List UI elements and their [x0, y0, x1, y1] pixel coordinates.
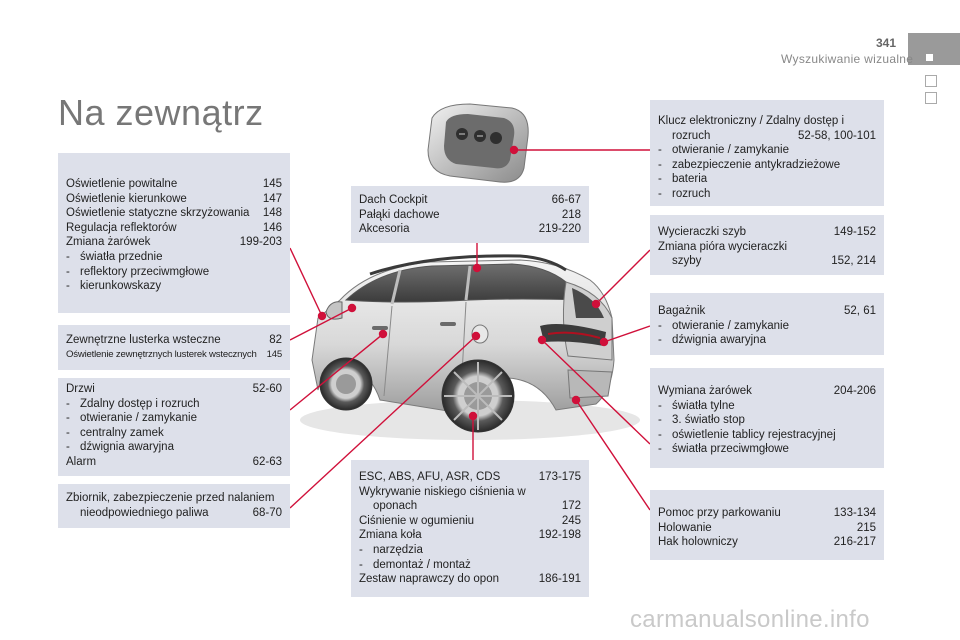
index-subentry[interactable]: oświetlenie tablicy rejestracyjnej — [658, 428, 876, 443]
index-subentry[interactable]: bateria — [658, 172, 876, 187]
callout-rear-bulbs — [541, 339, 651, 445]
index-subentry[interactable]: centralny zamek — [66, 426, 282, 441]
callout-dot-tyres — [468, 411, 478, 421]
car-body — [300, 254, 640, 440]
callout-dot-rear-bulbs — [537, 335, 547, 345]
callout-mirrors — [289, 307, 353, 341]
index-subentry[interactable]: reflektory przeciwmgłowe — [66, 265, 282, 280]
page-title: Na zewnątrz — [58, 92, 264, 133]
index-subentry[interactable]: otwieranie / zamykanie — [658, 143, 876, 158]
index-subentry[interactable]: otwieranie / zamykanie — [66, 411, 282, 426]
index-subentry[interactable]: otwieranie / zamykanie — [658, 319, 876, 334]
index-subentry[interactable]: zabezpieczenie antykradzieżowe — [658, 158, 876, 173]
watermark: carmanualsonline.info — [630, 606, 870, 633]
callout-dot-fuel — [471, 331, 481, 341]
callout-dot-lighting — [317, 311, 327, 321]
callout-dot-boot — [599, 337, 609, 347]
index-subentry[interactable]: rozruch — [658, 187, 876, 202]
callout-doors — [289, 333, 384, 411]
index-entry[interactable]: Oświetlenie zewnętrznych lusterek wstecz… — [66, 348, 282, 360]
fuel-box: Zbiornik, zabezpieczenie przed nalaniem … — [58, 484, 290, 528]
nav-square-1[interactable] — [925, 75, 937, 87]
callout-lines — [289, 145, 651, 511]
index-subentry[interactable]: kierunkowskazy — [66, 279, 282, 294]
page-number: 341 — [876, 36, 897, 50]
index-subentry[interactable]: światła przeciwmgłowe — [658, 442, 876, 457]
callout-wipers — [595, 249, 651, 305]
index-entry[interactable]: Zbiornik, zabezpieczenie przed nalaniem — [66, 492, 275, 504]
section-title: Wyszukiwanie wizualne — [781, 52, 914, 66]
index-subentry[interactable]: Zdalny dostęp i rozruch — [66, 397, 282, 412]
index-subentry[interactable]: dźwignia awaryjna — [658, 333, 876, 348]
nav-square-2[interactable] — [925, 92, 937, 104]
callout-parking — [575, 399, 651, 511]
index-subentry[interactable]: światła przednie — [66, 250, 282, 265]
callout-dot-key — [509, 145, 519, 155]
corner-marker — [926, 54, 933, 61]
index-subentry[interactable]: demontaż / montaż — [359, 558, 581, 573]
callout-dot-wipers — [591, 299, 601, 309]
index-subentry[interactable]: narzędzia — [359, 543, 581, 558]
callout-boot — [603, 325, 651, 343]
key-box: Klucz elektroniczny / Zdalny dostęp i ro… — [650, 100, 884, 206]
corner-tab — [908, 33, 960, 65]
callout-fuel — [289, 335, 477, 509]
index-entry[interactable]: Wykrywanie niskiego ciśnienia w — [359, 485, 526, 498]
callout-lighting — [289, 247, 323, 317]
callout-dot-roof — [472, 263, 482, 273]
index-entry[interactable]: Zmiana pióra wycieraczki — [658, 240, 788, 253]
key-fob-icon — [427, 103, 529, 183]
index-subentry[interactable]: światła tylne — [658, 399, 876, 414]
callout-dot-parking — [571, 395, 581, 405]
index-entry[interactable]: Klucz elektroniczny / Zdalny dostęp i — [658, 115, 845, 127]
callout-dot-doors — [378, 329, 388, 339]
callout-dot-mirrors — [347, 303, 357, 313]
index-subentry[interactable]: 3. światło stop — [658, 413, 876, 428]
index-subentry[interactable]: dźwignia awaryjna — [66, 440, 282, 455]
